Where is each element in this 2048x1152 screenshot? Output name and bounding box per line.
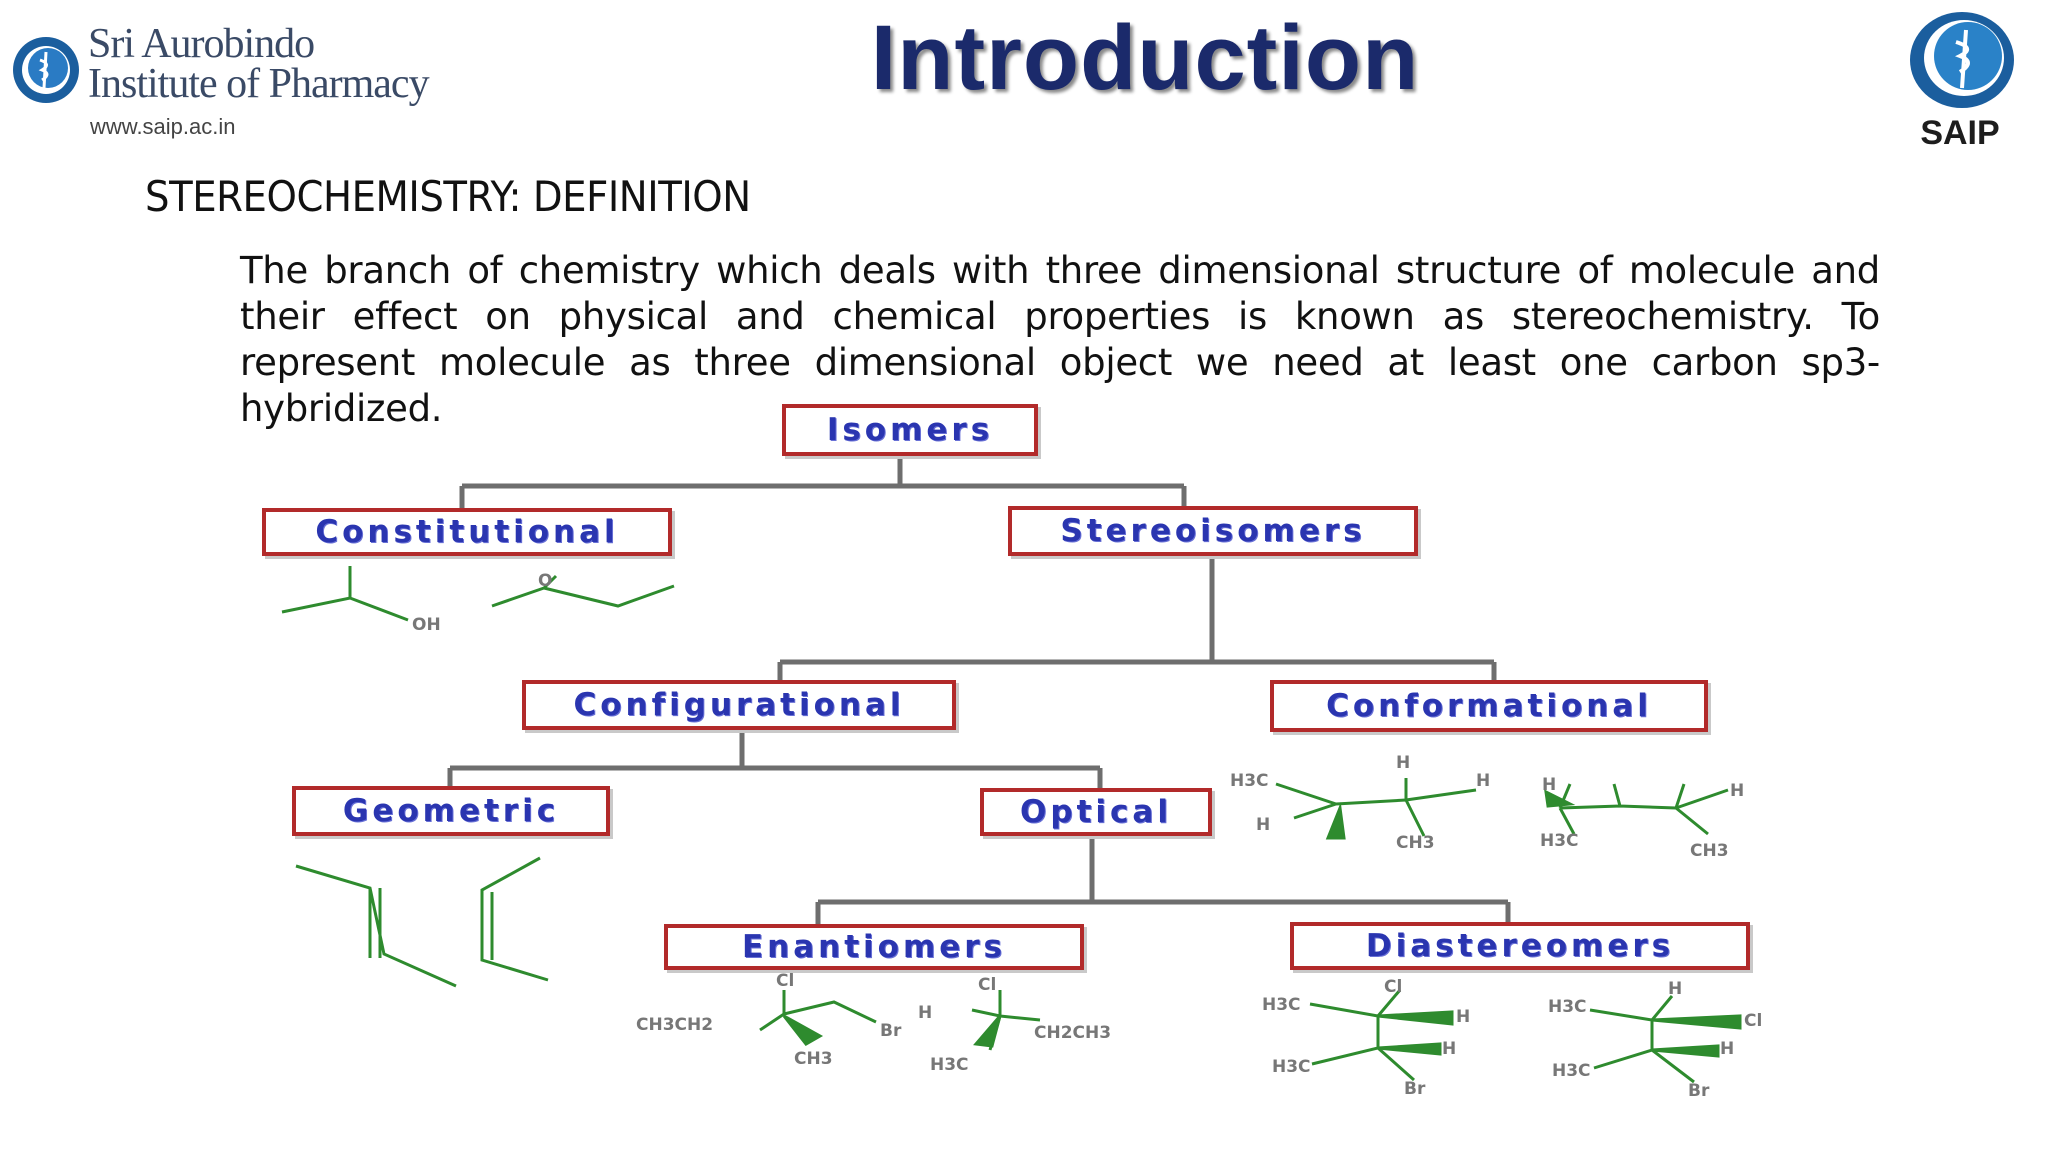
institute-logo: Sri Aurobindo Institute of Pharmacy www.…	[10, 18, 510, 148]
label-h3c-6: H3C	[1548, 997, 1587, 1017]
label-h3c-1: H3C	[1230, 771, 1269, 791]
label-ch3-3: CH3	[794, 1049, 833, 1069]
label-h3c-4: H3C	[1262, 995, 1301, 1015]
label-ch2ch3: CH2CH3	[1034, 1023, 1111, 1043]
label-br-3: Br	[1688, 1081, 1710, 1101]
node-constitutional: Constitutional	[262, 508, 672, 556]
slide-title: Introduction	[870, 7, 1420, 109]
conformational-structures	[1275, 778, 1729, 840]
label-ch3-1: CH3	[1396, 833, 1435, 853]
node-stereoisomers: Stereoisomers	[1008, 506, 1418, 556]
enantiomer-structures	[759, 990, 1041, 1051]
label-h3c-2: H3C	[1540, 831, 1579, 851]
label-br-1: Br	[880, 1021, 902, 1041]
label-h-5: H	[1730, 781, 1744, 801]
label-cl-4: Cl	[1744, 1011, 1762, 1031]
institute-name: Sri Aurobindo Institute of Pharmacy	[88, 21, 430, 107]
saip-logo: SAIP	[1900, 10, 2020, 160]
label-cl-3: Cl	[1384, 977, 1402, 997]
label-h-3: H	[1476, 771, 1490, 791]
label-ch3ch2: CH3CH2	[636, 1015, 713, 1035]
label-cl-2: Cl	[978, 975, 996, 995]
label-h-2: H	[1396, 753, 1410, 773]
institute-url: www.saip.ac.in	[90, 114, 236, 139]
diastereomer-structures	[1309, 989, 1742, 1084]
geometric-structures	[295, 856, 549, 988]
node-geometric: Geometric	[292, 786, 610, 836]
label-h-9: H	[1668, 979, 1682, 999]
label-h3c-7: H3C	[1552, 1061, 1591, 1081]
label-br-2: Br	[1404, 1079, 1426, 1099]
label-oh: OH	[412, 615, 441, 635]
node-optical: Optical	[980, 788, 1212, 836]
definition-paragraph: The branch of chemistry which deals with…	[240, 249, 1880, 430]
label-h-7: H	[1456, 1007, 1470, 1027]
label-h3c-5: H3C	[1272, 1057, 1311, 1077]
label-ch3-2: CH3	[1690, 841, 1729, 861]
saip-emblem-icon	[1910, 12, 2014, 108]
node-conformational: Conformational	[1270, 680, 1708, 732]
section-heading: STEREOCHEMISTRY: DEFINITION	[145, 172, 751, 221]
node-enantiomers: Enantiomers	[664, 924, 1084, 970]
pharmacy-emblem-icon	[13, 37, 79, 103]
node-configurational: Configurational	[522, 680, 956, 730]
label-h3c-3: H3C	[930, 1055, 969, 1075]
label-cl-1: Cl	[776, 971, 794, 991]
node-diastereomers: Diastereomers	[1290, 922, 1750, 970]
institute-name-line2: Institute of Pharmacy	[88, 61, 430, 107]
label-h-8: H	[1442, 1039, 1456, 1059]
institute-name-line1: Sri Aurobindo	[88, 21, 315, 67]
constitutional-structures	[281, 566, 675, 622]
label-o: O	[538, 571, 552, 591]
label-h-10: H	[1720, 1039, 1734, 1059]
label-h-4: H	[1542, 775, 1556, 795]
label-h-1: H	[1256, 815, 1270, 835]
saip-label: SAIP	[1920, 114, 2000, 152]
node-isomers: Isomers	[782, 404, 1038, 456]
label-h-6: H	[918, 1003, 932, 1023]
